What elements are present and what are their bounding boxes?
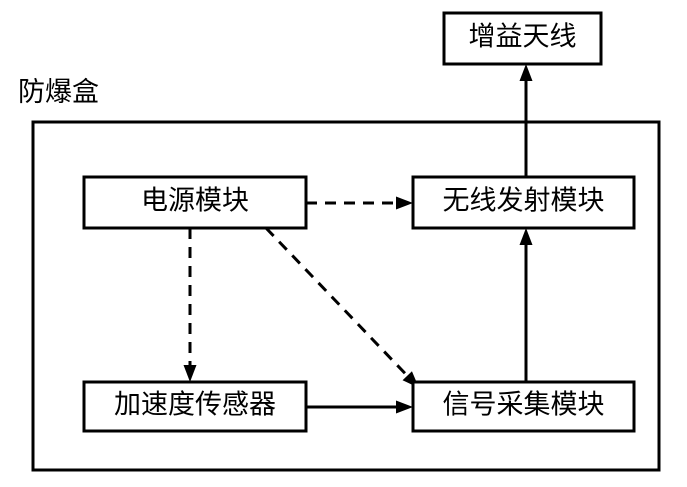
- edge-power-to-wireless: [306, 196, 413, 210]
- arrow-head-power-to-wireless: [396, 196, 413, 210]
- arrow-head-signal-acquisition-to-wireless: [519, 228, 533, 245]
- edge-wireless-to-gain-antenna: [519, 64, 533, 177]
- arrow-head-wireless-to-gain-antenna: [519, 64, 533, 81]
- node-label-acceleration-sensor: 加速度传感器: [114, 390, 276, 420]
- node-rect-power-module: [82, 175, 308, 230]
- node-rect-wireless-transmit-module: [411, 175, 636, 230]
- node-label-signal-acquisition-module: 信号采集模块: [443, 390, 605, 420]
- arrow-head-power-to-acceleration-sensor: [183, 365, 197, 382]
- edge-line-power-to-signal-acquisition: [264, 226, 410, 379]
- node-rect-signal-acquisition-module: [411, 380, 636, 433]
- edge-power-to-acceleration-sensor: [183, 228, 197, 382]
- node-label-power-module: 电源模块: [141, 186, 249, 216]
- edge-signal-acquisition-to-wireless: [519, 228, 533, 382]
- node-wireless-transmit-module[interactable]: 无线发射模块: [411, 175, 636, 230]
- node-label-gain-antenna: 增益天线: [469, 22, 577, 52]
- node-power-module[interactable]: 电源模块: [82, 175, 308, 230]
- edge-acceleration-sensor-to-signal-acquisition: [306, 400, 413, 414]
- node-rect-acceleration-sensor: [82, 380, 308, 433]
- node-signal-acquisition-module[interactable]: 信号采集模块: [411, 380, 636, 433]
- container-box-outline: [31, 120, 661, 472]
- explosion-proof-box-container: 防爆盒: [18, 77, 661, 472]
- arrow-head-acceleration-sensor-to-signal-acquisition: [396, 400, 413, 414]
- node-acceleration-sensor[interactable]: 加速度传感器: [82, 380, 308, 433]
- edges-layer: [183, 64, 533, 414]
- container-label: 防爆盒: [18, 77, 99, 107]
- node-label-wireless-transmit-module: 无线发射模块: [443, 186, 605, 216]
- node-gain-antenna[interactable]: 增益天线: [442, 11, 603, 66]
- edge-power-to-signal-acquisition: [264, 226, 419, 388]
- node-rect-gain-antenna: [442, 11, 603, 66]
